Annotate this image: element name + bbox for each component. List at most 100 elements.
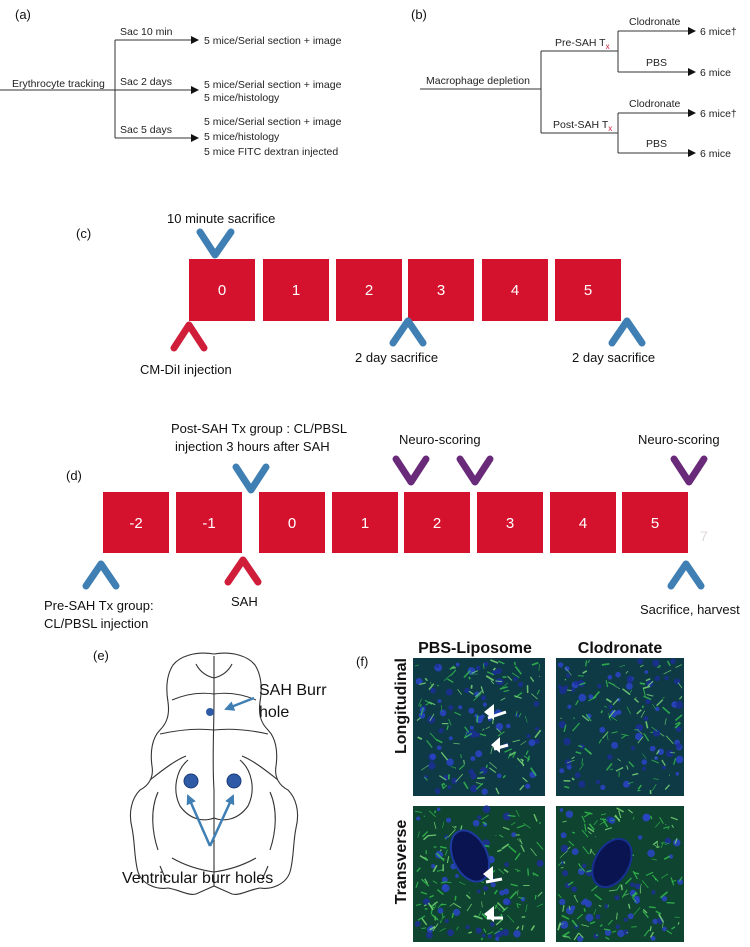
panel-c-day-boxes: 0 1 2 3 4 5 [189, 259, 621, 321]
panel-a-branch-label: Sac 10 min [120, 26, 173, 38]
panel-b-arm-result: 6 mice [700, 67, 731, 79]
panel-a-branch-label: Sac 5 days [120, 124, 172, 136]
panel-d-top-label: Neuro-scoring [638, 432, 720, 447]
marker-up-icon [170, 321, 208, 352]
panel-b: (b) Macrophage depletion Pre-SAH Tx Post… [411, 7, 737, 160]
day-box [336, 259, 402, 321]
panel-d-faint-mark: 7 [700, 528, 708, 544]
panel-b-group-label: Pre-SAH Tx [555, 37, 610, 51]
arrowhead-icon [483, 866, 493, 882]
day-box [176, 492, 242, 553]
panel-d-top-label: Neuro-scoring [399, 432, 481, 447]
day-box-label: 2 [433, 515, 441, 532]
day-box-label: 1 [361, 515, 369, 532]
panel-c-bottom-label: 2 day sacrifice [355, 350, 438, 365]
panel-b-arm-agent: Clodronate [629, 16, 681, 28]
day-box-label: 0 [288, 515, 296, 532]
panel-b-root-label: Macrophage depletion [426, 75, 530, 87]
day-box-label: 3 [506, 515, 514, 532]
day-box [482, 259, 548, 321]
ventricular-arrow-icon [208, 794, 235, 847]
panel-a-letter: (a) [15, 7, 31, 22]
panel-d-bottom-label: SAH [231, 594, 258, 609]
day-box [259, 492, 325, 553]
marker-up-icon [667, 560, 705, 590]
panel-c-letter: (c) [76, 226, 91, 241]
panel-d-top-label: injection 3 hours after SAH [175, 439, 330, 454]
marker-up-icon [608, 317, 646, 347]
day-box-label: 3 [437, 282, 445, 299]
day-box-label: 4 [579, 515, 587, 532]
panel-b-arm-agent: PBS [646, 138, 667, 150]
panel-e-letter: (e) [93, 648, 109, 663]
marker-down-icon [456, 455, 494, 486]
panel-f-letter: (f) [356, 654, 368, 669]
panel-b-arm-agent: PBS [646, 57, 667, 69]
panel-d-letter: (d) [66, 468, 82, 483]
day-box [332, 492, 398, 553]
panel-e-ventricular-label: Ventricular burr holes [122, 870, 273, 887]
day-box [408, 259, 474, 321]
panel-b-arm-result: 6 mice† [700, 108, 737, 120]
marker-down-icon [392, 455, 430, 486]
panel-f-row-label: Transverse [393, 820, 410, 905]
panel-c: (c) 10 minute sacrifice 0 1 2 3 4 5 CM-D… [76, 211, 655, 377]
panel-a-outcome: 5 mice/Serial section + image [204, 79, 342, 91]
day-box [404, 492, 470, 553]
panel-f-row-label: Longitudinal [393, 658, 410, 754]
panel-b-arm-result: 6 mice [700, 148, 731, 160]
marker-up-icon [389, 317, 427, 347]
day-box [622, 492, 688, 553]
panel-b-arm-result: 6 mice† [700, 26, 737, 38]
marker-up-icon [224, 556, 262, 586]
day-box-label: 1 [292, 282, 300, 299]
panel-d-bottom-label: Sacrifice, harvest [640, 602, 740, 617]
micro-transverse-pbs [413, 805, 545, 942]
panel-c-bottom-label: CM-DiI injection [140, 362, 232, 377]
panel-f: (f) PBS-Liposome Clodronate Longitudinal… [356, 640, 684, 942]
panel-a-outcome: 5 mice/Serial section + image [204, 116, 342, 128]
marker-down-icon [232, 463, 270, 494]
day-box-label: 5 [584, 282, 592, 299]
micro-transverse-clodronate [556, 806, 684, 942]
day-box-label: -2 [129, 515, 142, 532]
day-box-label: 4 [511, 282, 519, 299]
panel-a: (a) Erythrocyte tracking Sac 10 min Sac … [0, 7, 342, 158]
micro-longitudinal-pbs [413, 658, 545, 796]
marker-down-icon [196, 228, 235, 259]
ventricular-arrow-icon [186, 794, 212, 847]
ventricular-burr-hole [183, 773, 199, 789]
panel-e-burr-label: hole [259, 704, 289, 721]
panel-c-bottom-label: 2 day sacrifice [572, 350, 655, 365]
panel-d-bottom-label: CL/PBSL injection [44, 616, 148, 631]
day-box-label: 5 [651, 515, 659, 532]
panel-d: (d) Post-SAH Tx group : CL/PBSL injectio… [44, 421, 740, 631]
day-box-label: 2 [365, 282, 373, 299]
panel-a-root-label: Erythrocyte tracking [12, 78, 105, 90]
marker-up-icon [82, 560, 120, 590]
sah-burr-hole [206, 708, 214, 716]
panel-c-top-label: 10 minute sacrifice [167, 211, 275, 226]
day-box [477, 492, 543, 553]
ventricular-burr-hole [226, 773, 242, 789]
marker-down-icon [670, 455, 708, 486]
day-box [103, 492, 169, 553]
panel-a-outcome: 5 mice FITC dextran injected [204, 146, 338, 158]
panel-d-top-label: Post-SAH Tx group : CL/PBSL [171, 421, 347, 436]
panel-f-col-header: Clodronate [578, 640, 663, 657]
sah-arrow-icon [224, 696, 255, 711]
day-box [550, 492, 616, 553]
panel-a-branch-label: Sac 2 days [120, 76, 172, 88]
panel-b-arm-agent: Clodronate [629, 98, 681, 110]
panel-b-group-label: Post-SAH Tx [553, 119, 612, 133]
day-box [555, 259, 621, 321]
day-box [263, 259, 329, 321]
day-box-label: -1 [202, 515, 215, 532]
skull-drawing [129, 652, 299, 895]
micro-longitudinal-clodronate [556, 658, 684, 796]
panel-b-letter: (b) [411, 7, 427, 22]
panel-e: (e) SAH Burr hole Ventricular [93, 648, 327, 895]
panel-d-day-boxes: -2 -1 0 1 2 3 4 5 [103, 492, 688, 553]
